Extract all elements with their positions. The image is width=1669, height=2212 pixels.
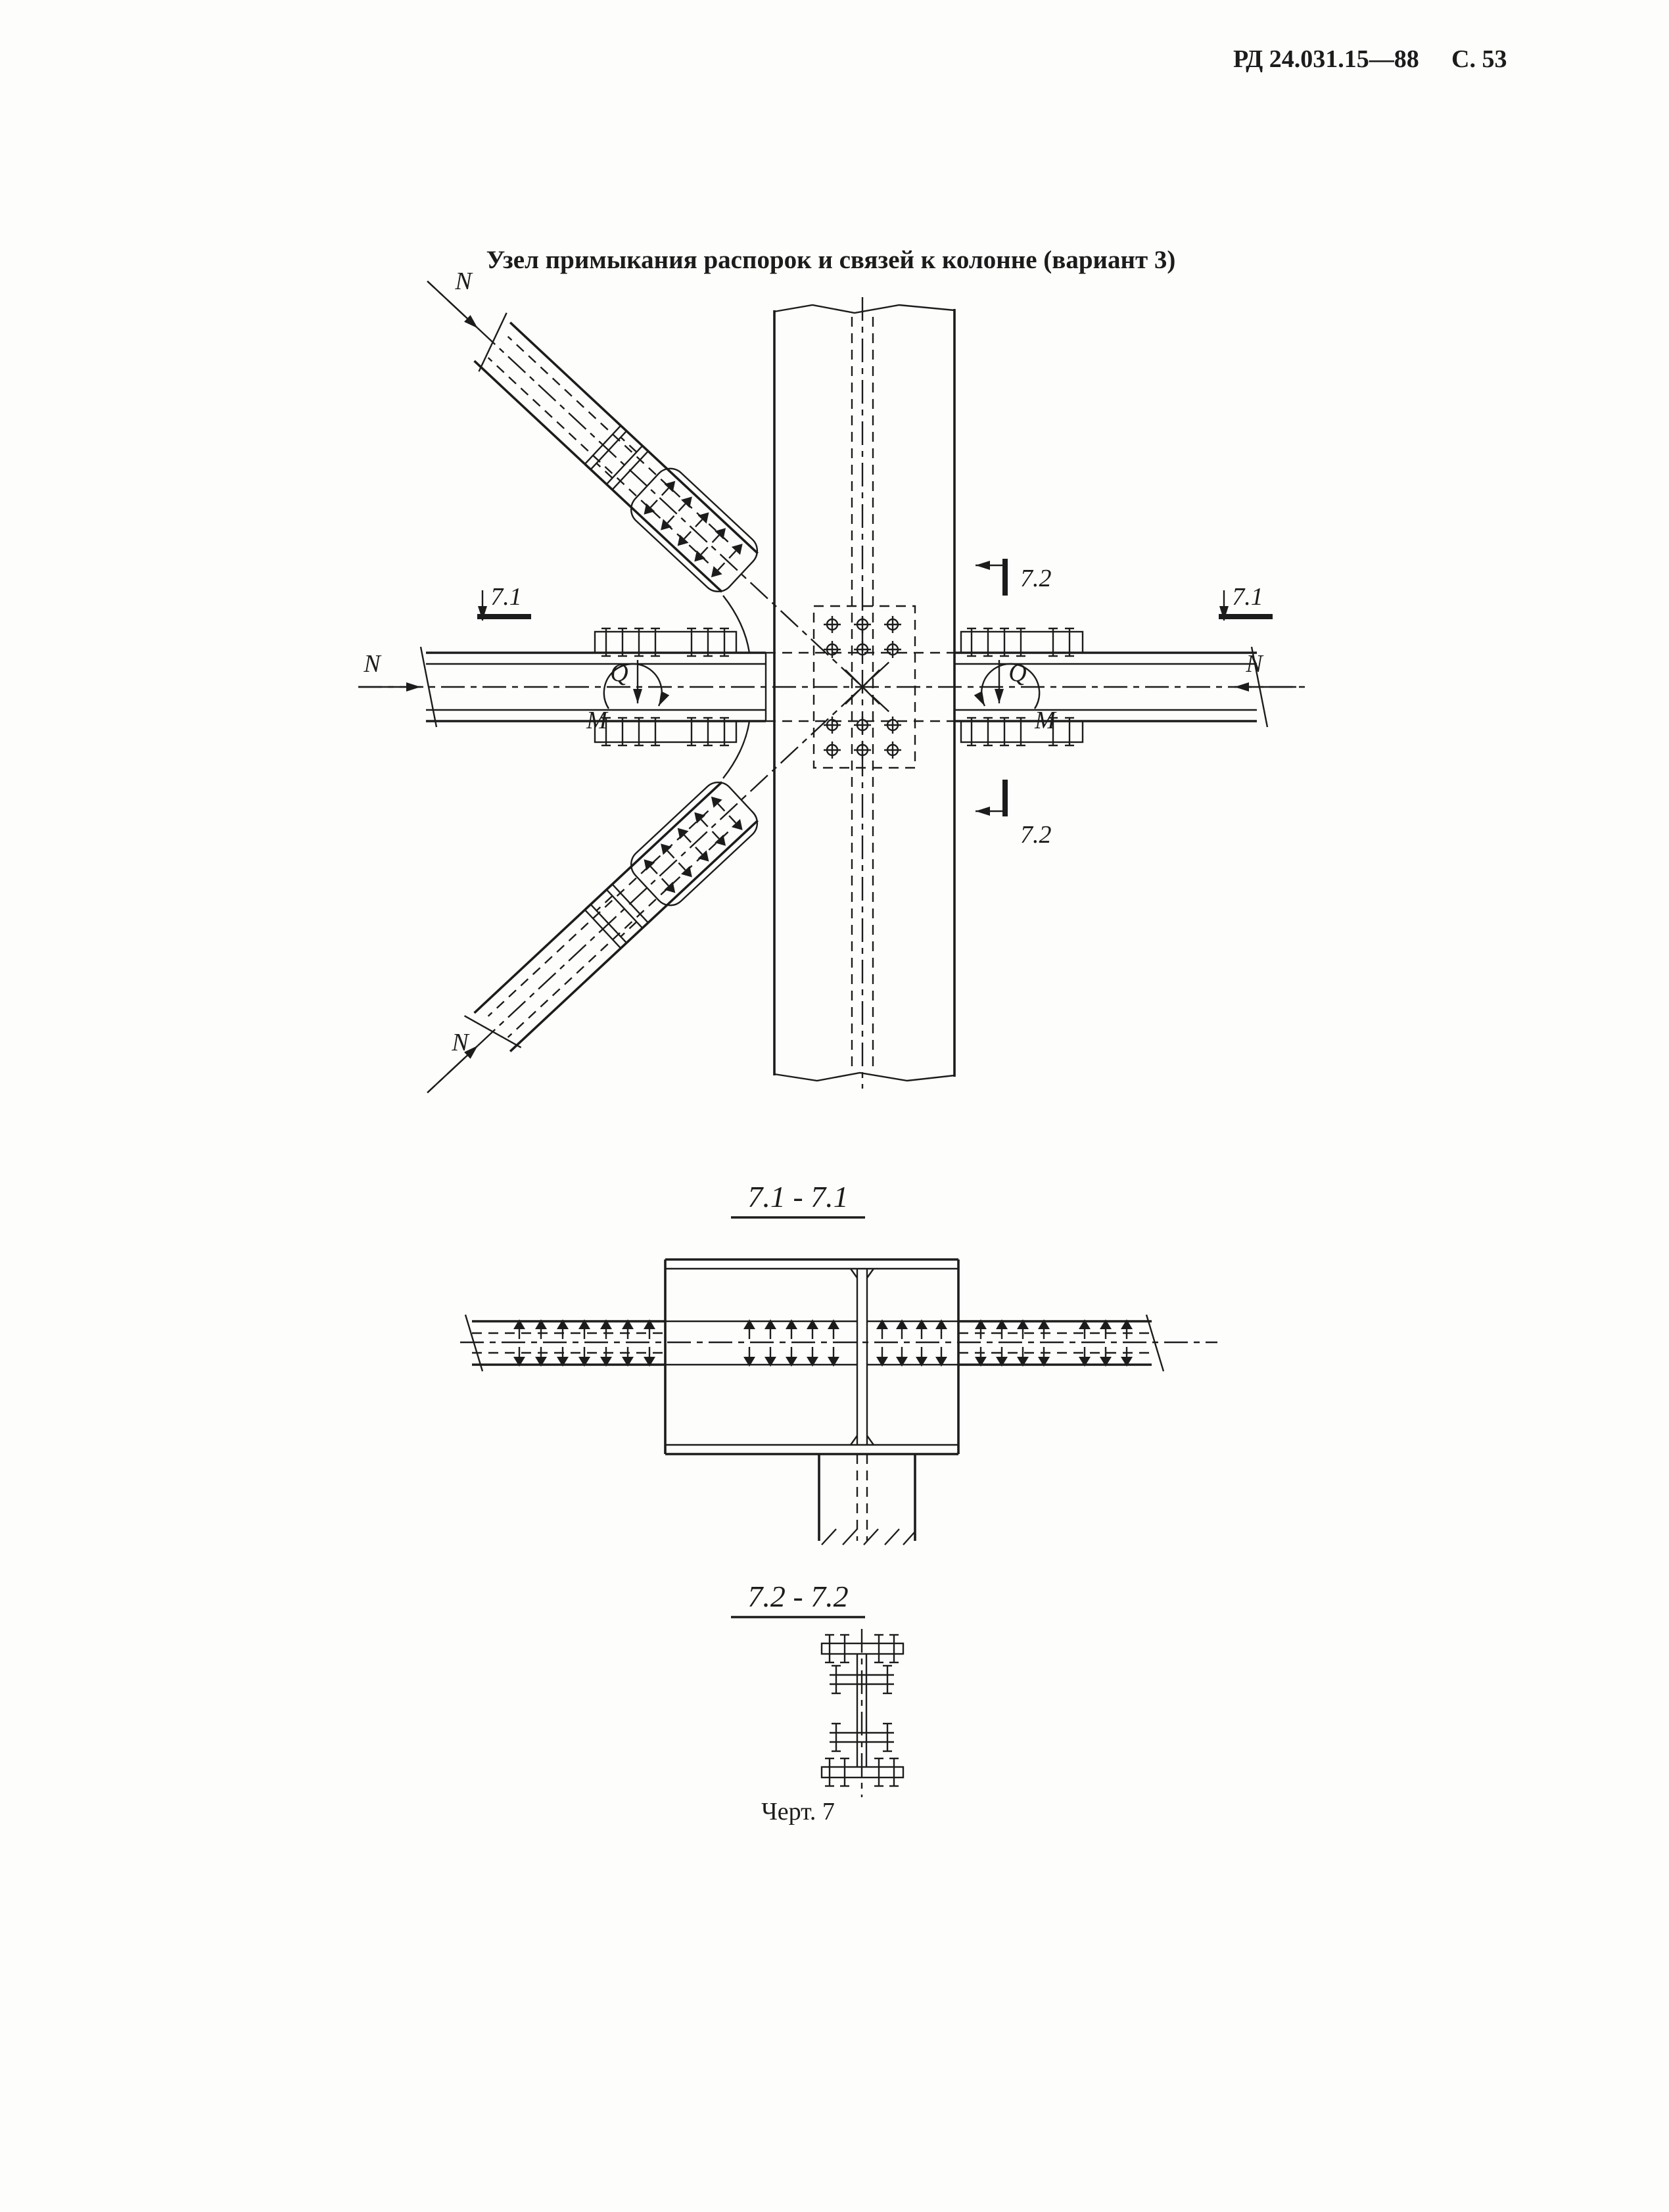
main-view: N N N N 7.1 7.1 7.2 7.2 Q <box>358 257 1305 1117</box>
figure-caption: Черт. 7 <box>761 1798 835 1825</box>
left-strut <box>419 627 954 747</box>
section-marker-7-1-right: 7.1 <box>1219 583 1273 621</box>
s71-column-stub <box>818 1454 916 1545</box>
s72-cross-section <box>820 1634 905 1787</box>
section-71-title: 7.1 - 7.1 <box>747 1180 848 1213</box>
s71-right-member <box>958 1314 1165 1372</box>
moment-label: M <box>586 707 609 734</box>
s71-left-member <box>464 1314 665 1372</box>
axial-force-label-lower: N <box>451 1029 470 1056</box>
section-7-1-label: 7.1 <box>1232 583 1263 611</box>
shear-moment-left: Q M <box>586 659 670 734</box>
doc-number: РД 24.031.15—88 <box>1233 45 1419 73</box>
section-72-title: 7.2 - 7.2 <box>747 1580 848 1613</box>
gusset-plate <box>722 595 751 779</box>
page-number: С. 53 <box>1451 45 1507 73</box>
section-view-7-2: 7.2 - 7.2 <box>731 1580 905 1797</box>
section-7-2-label: 7.2 <box>1020 565 1052 592</box>
axial-force-label-right: N <box>1245 650 1264 678</box>
section-marker-7-2-bottom: 7.2 <box>976 780 1052 849</box>
section-view-7-1: 7.1 - 7.1 <box>460 1180 1217 1545</box>
section-marker-7-1-left: 7.1 <box>477 583 531 621</box>
axial-force-label-upper: N <box>454 268 473 295</box>
drawing-title: Узел примыкания распорок и связей к коло… <box>486 246 1176 274</box>
axial-force-label-left: N <box>363 650 382 678</box>
section-7-2-label: 7.2 <box>1020 821 1052 849</box>
section-7-1-label: 7.1 <box>490 583 522 611</box>
shear-moment-right: Q M <box>974 659 1057 734</box>
shear-force-label: Q <box>610 659 628 687</box>
axial-force-arrows: N N N N <box>358 268 1296 1056</box>
s71-column-zone <box>664 1258 960 1455</box>
section-marker-7-2-top: 7.2 <box>976 559 1052 596</box>
column-shaft <box>773 297 956 1089</box>
page-header: РД 24.031.15—88 С. 53 <box>1233 45 1507 73</box>
moment-label: M <box>1034 707 1057 734</box>
